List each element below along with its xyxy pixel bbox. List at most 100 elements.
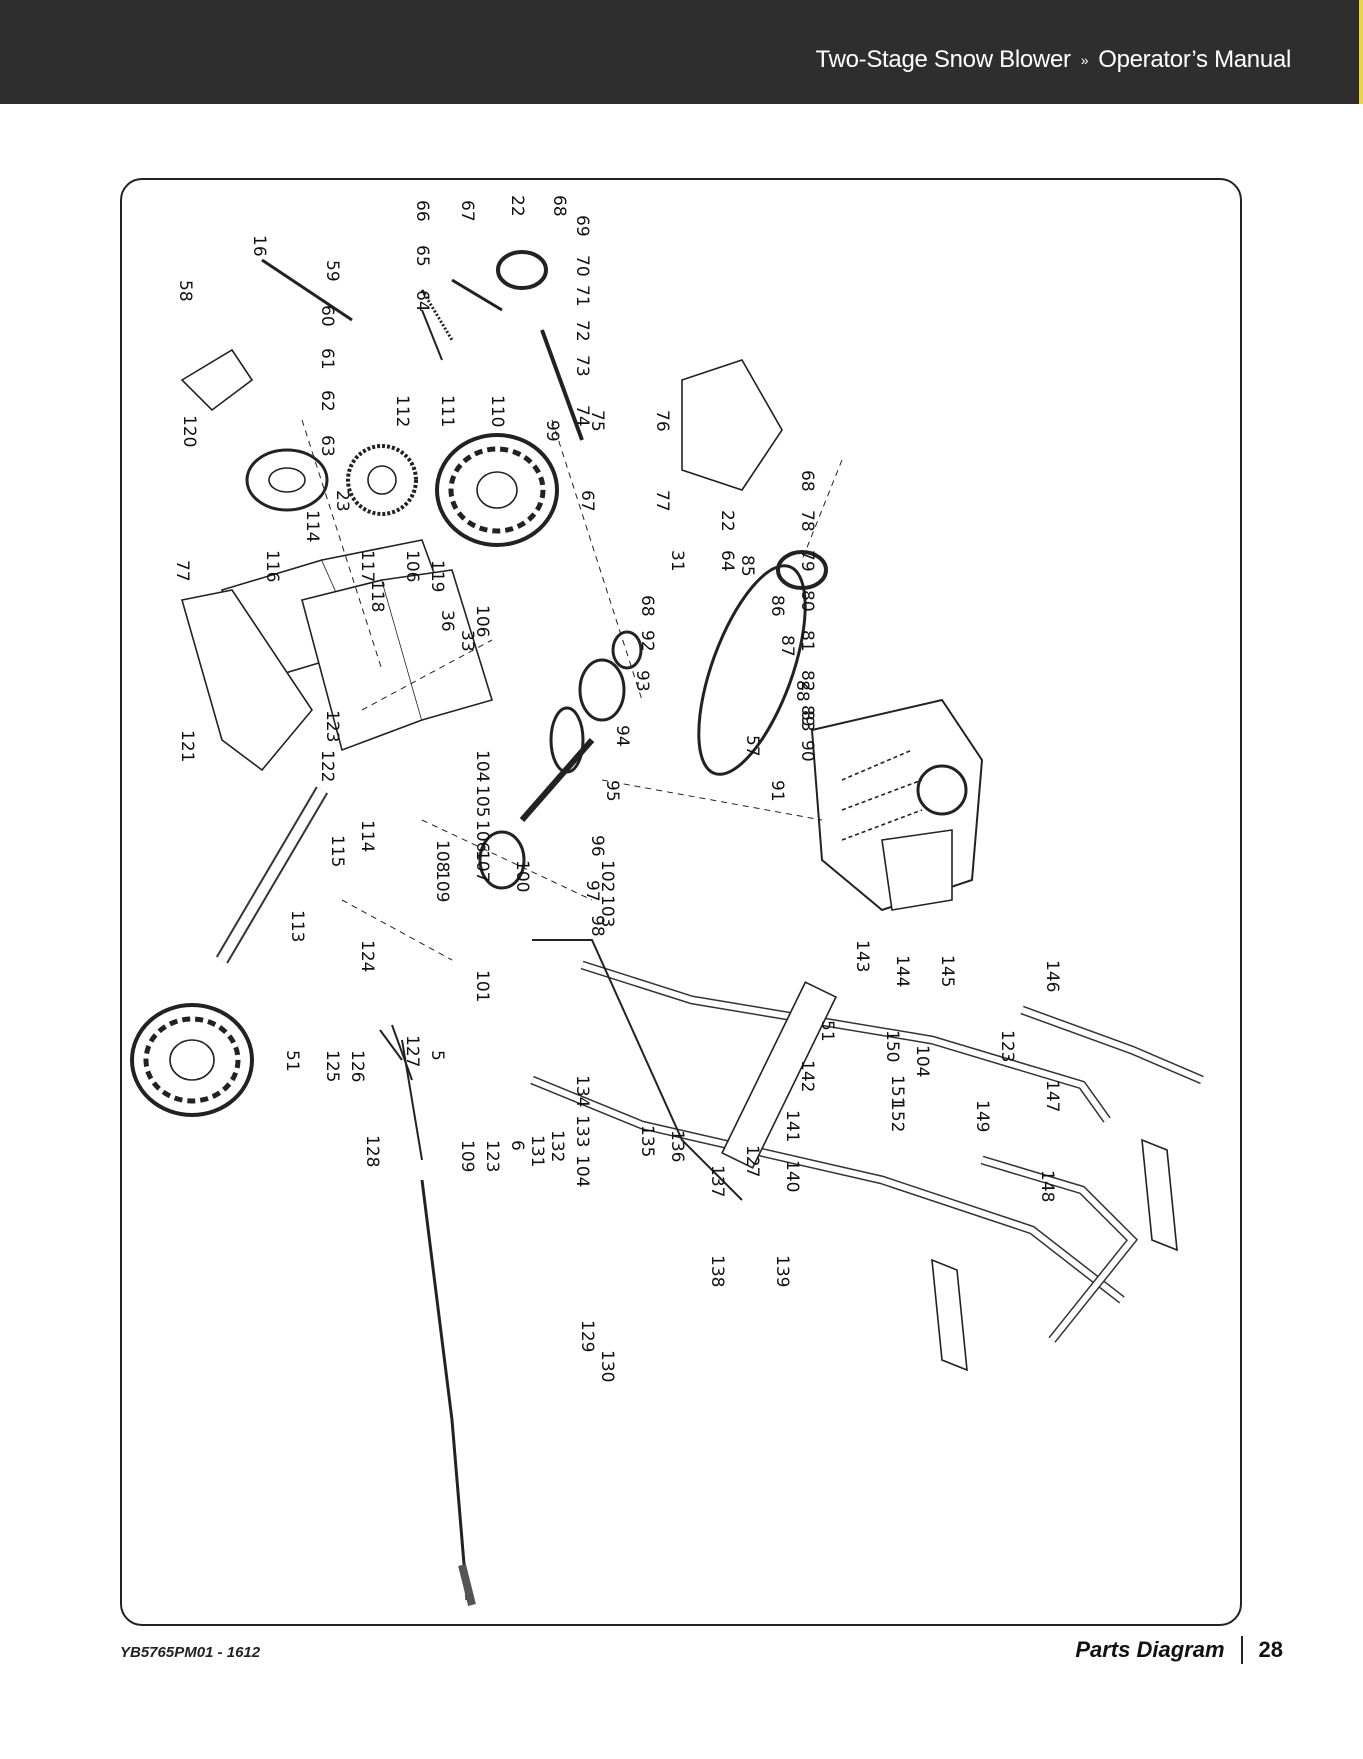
header-product: Two-Stage Snow Blower (815, 46, 1071, 73)
part-number-label: 123 (482, 1140, 502, 1172)
part-number-label: 98 (587, 915, 607, 937)
part-number-label: 76 (652, 410, 672, 432)
part-number-label: 33 (457, 630, 477, 652)
part-number-label: 147 (1042, 1080, 1062, 1112)
part-number-label: 94 (612, 725, 632, 747)
part-number-label: 143 (852, 940, 872, 972)
part-number-label: 83 (797, 710, 817, 732)
part-number-label: 132 (547, 1130, 567, 1162)
part-number-label: 95 (602, 780, 622, 802)
part-number-label: 82 (797, 670, 817, 692)
part-number-label: 114 (302, 510, 322, 542)
part-number-label: 85 (737, 555, 757, 577)
part-number-label: 146 (1042, 960, 1062, 992)
part-number-label: 77 (172, 560, 192, 582)
part-number-label: 120 (179, 415, 199, 447)
part-number-label: 102 (597, 860, 617, 892)
part-number-label: 110 (487, 395, 507, 427)
part-number-label: 60 (317, 305, 337, 327)
part-number-label: 130 (597, 1350, 617, 1382)
part-number-label: 71 (572, 285, 592, 307)
exploded-view-drawing (130, 250, 1204, 1606)
part-number-label: 75 (587, 410, 607, 432)
part-number-label: 88 (792, 680, 812, 702)
part-number-label: 51 (282, 1050, 302, 1072)
part-number-label: 6 (507, 1140, 527, 1151)
page-number: 28 (1258, 1637, 1283, 1662)
part-number-label: 87 (777, 635, 797, 657)
part-number-label: 99 (542, 420, 562, 442)
part-number-label: 22 (717, 510, 737, 532)
parts-diagram: 1658596061626312066672268697071727365647… (130, 195, 1204, 1606)
part-number-label: 131 (527, 1135, 547, 1167)
page-header: Two-Stage Snow Blower»Operator’s Manual (0, 0, 1363, 104)
part-number-label: 106 (402, 550, 422, 582)
part-number-label: 68 (797, 470, 817, 492)
part-number-label: 73 (572, 355, 592, 377)
part-number-label: 65 (412, 245, 432, 267)
part-number-label: 5 (427, 1050, 447, 1061)
header-title: Two-Stage Snow Blower»Operator’s Manual (815, 46, 1292, 74)
part-number-label: 105 (472, 785, 492, 817)
part-number-label: 80 (797, 590, 817, 612)
part-number-label: 116 (262, 550, 282, 582)
part-number-label: 97 (582, 880, 602, 902)
part-number-label: 123 (997, 1030, 1017, 1062)
part-number-label: 141 (782, 1110, 802, 1142)
part-number-label: 142 (797, 1060, 817, 1092)
part-number-label: 64 (717, 550, 737, 572)
part-number-label: 118 (367, 580, 387, 612)
part-number-label: 68 (637, 595, 657, 617)
part-number-label: 92 (637, 630, 657, 652)
part-number-label: 125 (322, 1050, 342, 1082)
part-number-label: 119 (427, 560, 447, 592)
document-code: YB5765PM01 - 1612 (120, 1644, 261, 1661)
part-number-label: 59 (322, 260, 342, 282)
part-number-label: 79 (797, 550, 817, 572)
part-number-label: 111 (437, 395, 457, 427)
part-number-label: 150 (882, 1030, 902, 1062)
part-number-label: 139 (772, 1255, 792, 1287)
part-number-label: 77 (652, 490, 672, 512)
part-number-label: 69 (572, 215, 592, 237)
part-number-label: 63 (317, 435, 337, 457)
part-number-label: 144 (892, 955, 912, 987)
part-number-label: 107 (472, 850, 492, 882)
part-number-label: 136 (667, 1130, 687, 1162)
part-number-label: 51 (817, 1020, 837, 1042)
part-number-label: 106 (472, 820, 492, 852)
part-number-label: 126 (347, 1050, 367, 1082)
part-number-label: 68 (549, 195, 569, 217)
part-number-label: 117 (357, 550, 377, 582)
part-number-label: 112 (392, 395, 412, 427)
part-number-label: 22 (507, 195, 527, 217)
part-number-label: 91 (767, 780, 787, 802)
part-number-label: 90 (797, 740, 817, 762)
part-number-label: 72 (572, 320, 592, 342)
part-number-label: 108 (432, 840, 452, 872)
part-number-label: 123 (322, 710, 342, 742)
part-number-label: 137 (707, 1165, 727, 1197)
part-number-label: 124 (357, 940, 377, 972)
part-number-label: 140 (782, 1160, 802, 1192)
part-number-label: 66 (412, 200, 432, 222)
part-number-label: 103 (597, 895, 617, 927)
part-number-label: 115 (327, 835, 347, 867)
part-number-label: 101 (472, 970, 492, 1002)
part-number-label: 148 (1037, 1170, 1057, 1202)
part-number-label: 109 (432, 870, 452, 902)
part-number-label: 104 (472, 750, 492, 782)
part-number-label: 104 (572, 1155, 592, 1187)
part-number-label: 36 (437, 610, 457, 632)
part-number-label: 134 (572, 1075, 592, 1107)
part-number-label: 96 (587, 835, 607, 857)
part-number-label: 61 (317, 348, 337, 370)
part-number-label: 104 (912, 1045, 932, 1077)
part-number-label: 109 (457, 1140, 477, 1172)
part-number-label: 58 (175, 280, 195, 302)
part-number-label: 74 (572, 405, 592, 427)
part-number-label: 67 (457, 200, 477, 222)
part-number-label: 57 (742, 735, 762, 757)
part-number-label: 135 (637, 1125, 657, 1157)
